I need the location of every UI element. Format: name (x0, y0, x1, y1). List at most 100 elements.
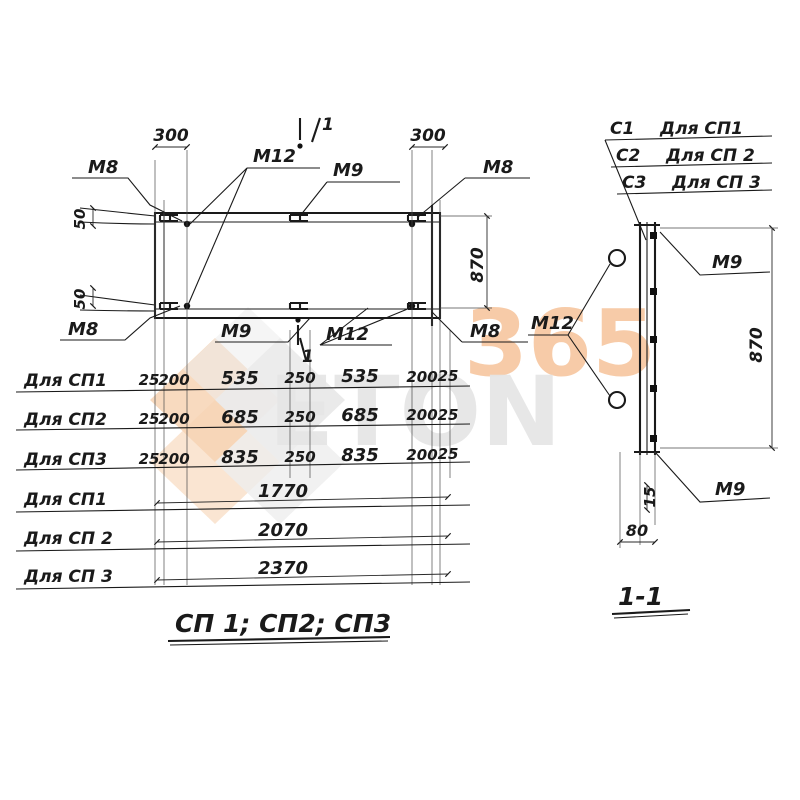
callout-m12-section-label: M12 (531, 313, 574, 334)
dim-left-50-upper: 50 (71, 204, 97, 230)
dim-section-15-label: 15 (641, 487, 659, 508)
legend-line-3 (616, 189, 773, 195)
callout-m8-bottom-right: M8 (431, 311, 528, 343)
callout-m9-section-top: M9 (659, 231, 771, 276)
table-cell: 25 (139, 410, 160, 428)
table-row: Для СП2 25 200 685 250 685 200 25 (23, 405, 458, 430)
table-row: Для СП1 25 200 535 250 535 200 25 (23, 366, 458, 391)
callout-m8-top-left: M8 (72, 157, 183, 222)
section-view-title-group: 1-1 (611, 582, 691, 619)
dim-right-870-label: 870 (468, 247, 488, 283)
table-total-label: Для СП1 (23, 490, 107, 510)
section-marker-bottom: 1 (295, 317, 314, 367)
section-view-1-1: С1 Для СП1 С2 Для СП 2 С3 Для СП 3 (528, 119, 778, 619)
callout-m9-section-bottom-label: M9 (715, 479, 745, 500)
main-view-title-group: СП 1; СП2; СП3 (167, 609, 391, 646)
callout-m9-section-top-label: M9 (712, 252, 742, 273)
dim-top-left-300-label: 300 (153, 126, 189, 146)
dim-top-left-300: 300 (151, 126, 191, 151)
table-cell: 200 (158, 371, 189, 389)
dim-section-870: 870 (660, 224, 778, 452)
callout-m12-top-label: M12 (253, 146, 296, 167)
callout-m8-top-right-label: M8 (483, 157, 513, 178)
section-view-title: 1-1 (618, 582, 663, 611)
table-row-line-6 (15, 581, 471, 590)
legend-text: Для СП1 (659, 119, 743, 139)
table-total-value: 2070 (258, 520, 308, 541)
legend-code: С1 (610, 119, 634, 139)
flange-lower-line-b (79, 309, 156, 312)
legend-line-2 (610, 162, 773, 168)
dim-left-50-upper-label: 50 (71, 209, 89, 230)
dim-top-right-300-label: 300 (410, 126, 446, 146)
callout-m8-top-left-label: M8 (88, 157, 118, 178)
dim-section-80: 80 (616, 452, 659, 548)
callout-m8-bottom-left: M8 (60, 305, 181, 341)
callout-m9-bottom-label: M9 (221, 321, 251, 342)
callout-m9-section-bottom: M9 (654, 451, 771, 503)
table-row-line-2 (15, 423, 471, 431)
table-row-line-4 (15, 504, 471, 513)
table-cell: 25 (438, 445, 459, 463)
table-total-value: 1770 (258, 481, 308, 502)
table-cell: 250 (284, 408, 315, 426)
callout-m12-bottom: M12 (319, 307, 411, 346)
weld-symbols-top (158, 213, 426, 223)
table-cell: 25 (438, 406, 459, 424)
legend-text: Для СП 3 (671, 173, 761, 193)
section-marker-bottom-label: 1 (302, 347, 314, 367)
legend-code: С3 (622, 173, 646, 193)
table-total-row: Для СП1 1770 (23, 481, 452, 510)
callout-m12-bottom-label: M12 (326, 324, 369, 345)
table-cell: 835 (341, 445, 379, 466)
table-cell: 535 (221, 368, 259, 389)
table-row-line-5 (15, 543, 471, 552)
table-total-label: Для СП 2 (23, 529, 113, 549)
table-total-row: Для СП 2 2070 (23, 520, 452, 549)
table-cell: 200 (406, 406, 437, 424)
table-cell: 250 (284, 369, 315, 387)
dim-section-15: 15 (639, 452, 659, 545)
callout-m12-top: M12 (187, 146, 320, 306)
weld-symbols-bottom (158, 301, 426, 311)
table-cell: 25 (139, 371, 160, 389)
table-total-label: Для СП 3 (23, 567, 113, 587)
anchor-loop-top (607, 248, 627, 268)
callout-m12-section: M12 (528, 263, 611, 397)
flange-upper-line-a (79, 207, 156, 217)
section-legend: С1 Для СП1 С2 Для СП 2 С3 Для СП 3 (604, 119, 773, 241)
table-cell: 250 (284, 448, 315, 466)
main-elevation-view: 300 300 870 50 50 (60, 115, 530, 585)
main-view-title: СП 1; СП2; СП3 (175, 609, 391, 638)
dim-right-870: 870 (440, 212, 492, 312)
table-cell: 685 (221, 407, 259, 428)
callout-m9-top-label: M9 (333, 160, 363, 181)
table-cell: 535 (341, 366, 379, 387)
section-marker-top-label: 1 (322, 115, 334, 135)
callout-m8-bottom-right-label: M8 (470, 321, 500, 342)
table-row-label: Для СП3 (23, 450, 107, 470)
table-row-label: Для СП2 (23, 410, 107, 430)
table-total-value: 2370 (258, 558, 308, 579)
table-row-label: Для СП1 (23, 371, 107, 391)
legend-line-1 (604, 135, 773, 141)
anchor-loop-bottom (607, 390, 627, 410)
flange-upper-line-b (79, 221, 156, 225)
table-cell: 200 (158, 410, 189, 428)
dim-left-50-lower: 50 (71, 284, 97, 310)
dim-section-870-label: 870 (747, 327, 767, 363)
section-marker-top: 1 (297, 115, 334, 149)
dim-left-50-lower-label: 50 (71, 289, 89, 310)
flange-lower-line-a (79, 294, 156, 306)
callout-m8-top-right: M8 (417, 157, 530, 218)
section-bolt-marks (650, 232, 657, 442)
callout-m8-bottom-left-label: M8 (68, 319, 98, 340)
legend-code: С2 (616, 146, 640, 166)
table-cell: 200 (406, 368, 437, 386)
dim-top-right-300: 300 (408, 126, 449, 151)
table-row: Для СП3 25 200 835 250 835 200 25 (23, 445, 458, 470)
table-total-row: Для СП 3 2370 (23, 558, 452, 587)
dimension-table: Для СП1 25 200 535 250 535 200 25 Для СП… (15, 366, 471, 590)
